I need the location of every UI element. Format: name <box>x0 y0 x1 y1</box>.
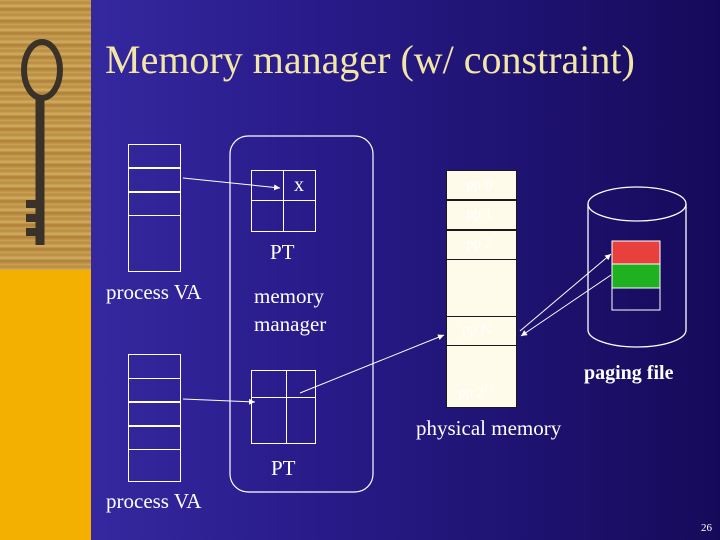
process-va-bottom-row <box>128 402 181 426</box>
physical-memory-table <box>446 170 517 408</box>
process-va-top-row <box>128 144 181 168</box>
pt-top-label: PT <box>270 240 295 264</box>
physical-memory-label: physical memory <box>416 416 562 440</box>
pt-bottom-label: PT <box>271 456 296 480</box>
physical-page-2: pp 2 <box>466 236 493 252</box>
slide-title: Memory manager (w/ constraint) <box>105 37 635 82</box>
physical-page-last: pp 212 <box>458 383 493 402</box>
physical-page-row <box>446 170 517 200</box>
physical-page-last-base: pp 2 <box>458 385 485 401</box>
process-va-bottom-label: process VA <box>106 489 202 513</box>
physical-page-0: pp 0 <box>466 177 493 193</box>
process-va-bottom-row <box>128 426 181 450</box>
process-va-bottom-row <box>128 378 181 402</box>
physical-page-n: pp N <box>462 322 492 338</box>
pt-top-cell <box>283 200 316 232</box>
physical-page-row <box>446 230 517 260</box>
physical-page-1: pp 1 <box>466 206 493 222</box>
physical-page-row <box>446 316 517 346</box>
memory-manager-label-line2: manager <box>254 312 327 336</box>
decorative-accent-bar <box>0 270 91 540</box>
x-entry-label: x <box>294 174 304 196</box>
process-va-top-row <box>128 168 181 192</box>
physical-page-row <box>446 200 517 230</box>
paging-file-label: paging file <box>584 362 674 384</box>
process-va-top-label: process VA <box>106 280 202 304</box>
memory-manager-label-line1: memory <box>254 284 324 308</box>
slide-number: 26 <box>701 522 712 534</box>
physical-page-last-exponent: 12 <box>484 383 494 393</box>
process-va-top-row <box>128 192 181 216</box>
key-icon <box>21 39 63 245</box>
pt-bottom-cell <box>286 397 316 444</box>
